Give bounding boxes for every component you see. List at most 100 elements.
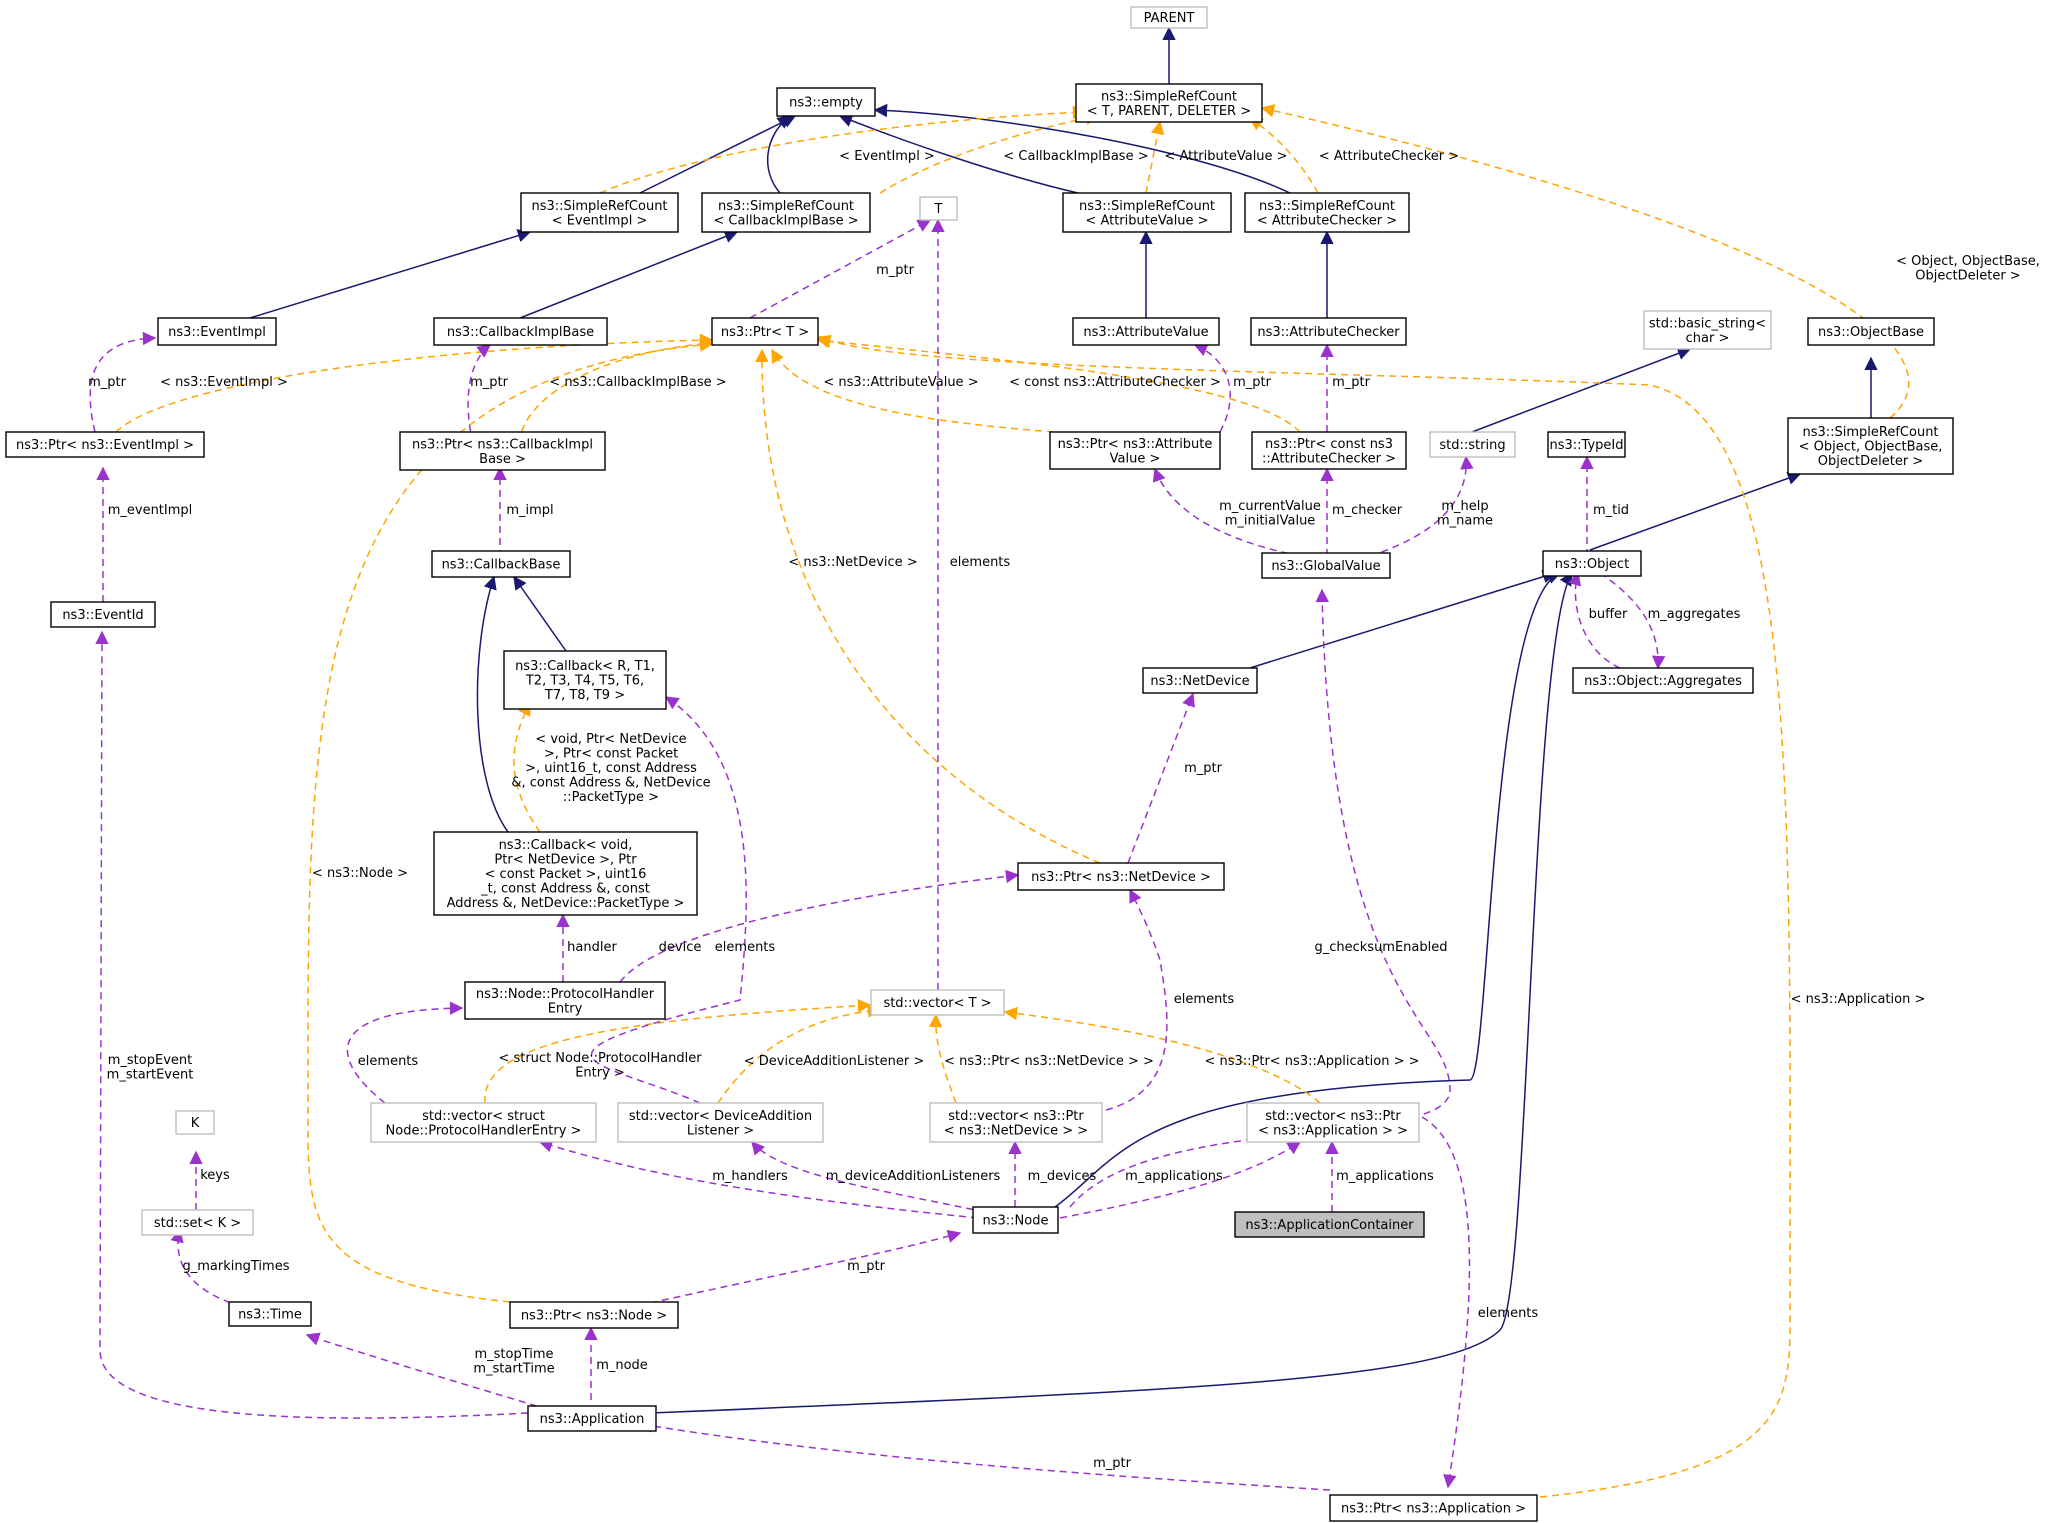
node-vecDevAdd[interactable]: std::vector< DeviceAdditionListener > bbox=[617, 1102, 824, 1143]
edge-use-devadd bbox=[751, 1140, 986, 1213]
edge-tpl-vec-devadd bbox=[717, 1004, 882, 1104]
edge-use-elements-nd bbox=[1105, 888, 1168, 1111]
node-typeId[interactable]: ns3::TypeId bbox=[1547, 431, 1626, 458]
node-srcEventImpl[interactable]: ns3::SimpleRefCount< EventImpl > bbox=[520, 192, 679, 233]
node-T[interactable]: T bbox=[919, 196, 958, 221]
node-label: _t, const Address &, const bbox=[480, 882, 650, 897]
node-label: < AttributeChecker > bbox=[1257, 213, 1397, 228]
node-time[interactable]: ns3::Time bbox=[228, 1301, 312, 1327]
node-empty[interactable]: ns3::empty bbox=[776, 87, 876, 117]
node-protocolHandler[interactable]: ns3::Node::ProtocolHandlerEntry bbox=[464, 981, 666, 1020]
node-callbackVoid[interactable]: ns3::Callback< void,Ptr< NetDevice >, Pt… bbox=[433, 831, 698, 916]
edge-use-ptrT-T bbox=[749, 219, 932, 319]
node-globalValue[interactable]: ns3::GlobalValue bbox=[1261, 552, 1391, 579]
node-label: std::vector< T > bbox=[883, 996, 991, 1011]
node-box bbox=[433, 831, 698, 916]
edge-src-attrvalue-empty bbox=[838, 114, 1079, 194]
usage-edges bbox=[89, 218, 1666, 1491]
edge-object-srcobject bbox=[1589, 471, 1802, 551]
node-callbackR[interactable]: ns3::Callback< R, T1,T2, T3, T4, T5, T6,… bbox=[503, 650, 667, 710]
edge-stdstring-basicstring bbox=[1471, 347, 1692, 433]
node-ptrCallbackImpl[interactable]: ns3::Ptr< ns3::CallbackImplBase > bbox=[399, 431, 606, 471]
node-K[interactable]: K bbox=[175, 1110, 215, 1135]
node-ptrAttrValue[interactable]: ns3::Ptr< ns3::AttributeValue > bbox=[1049, 431, 1221, 470]
node-netDevice[interactable]: ns3::NetDevice bbox=[1142, 667, 1258, 694]
node-label: ns3::SimpleRefCount bbox=[1802, 425, 1938, 440]
node-application[interactable]: ns3::Application bbox=[527, 1405, 657, 1432]
node-setK[interactable]: std::set< K > bbox=[141, 1209, 254, 1236]
edge-label-constChecker: < const ns3::AttributeChecker > bbox=[1009, 375, 1221, 390]
edge-tpl-ptr-attrvalue bbox=[771, 348, 1055, 433]
node-label: ns3::SimpleRefCount bbox=[1079, 199, 1215, 214]
node-srcAttributeChecker[interactable]: ns3::SimpleRefCount< AttributeChecker > bbox=[1244, 192, 1410, 233]
node-label: ns3::AttributeChecker bbox=[1257, 325, 1400, 340]
node-ptrApp[interactable]: ns3::Ptr< ns3::Application > bbox=[1329, 1494, 1538, 1522]
node-stdString[interactable]: std::string bbox=[1429, 431, 1516, 458]
node-label: < const Packet >, uint16 bbox=[485, 867, 647, 882]
edge-use-buffer bbox=[1568, 571, 1621, 669]
node-srcAttributeValue[interactable]: ns3::SimpleRefCount< AttributeValue > bbox=[1062, 192, 1232, 233]
edge-src-attrchecker-empty bbox=[873, 103, 1291, 194]
node-ptrEventImpl[interactable]: ns3::Ptr< ns3::EventImpl > bbox=[5, 431, 205, 458]
edge-label-stopTime: m_stopTime bbox=[474, 1347, 553, 1362]
edge-tpl-ptr-attrchecker bbox=[816, 334, 1301, 433]
edge-label-mptrNode: m_ptr bbox=[847, 1259, 886, 1274]
edge-label-markingTimes: g_markingTimes bbox=[183, 1259, 290, 1274]
node-vecPtrApp[interactable]: std::vector< ns3::Ptr< ns3::Application … bbox=[1246, 1102, 1420, 1143]
node-eventImpl[interactable]: ns3::EventImpl bbox=[157, 317, 277, 346]
edge-use-stoptime bbox=[305, 1332, 561, 1414]
node-label: ns3::Ptr< ns3::Node > bbox=[521, 1309, 667, 1324]
node-appContainer[interactable]: ns3::ApplicationContainer bbox=[1234, 1211, 1425, 1238]
node-callbackImplBase[interactable]: ns3::CallbackImplBase bbox=[433, 317, 608, 346]
node-label: Ptr< NetDevice >, Ptr bbox=[494, 853, 637, 868]
node-label: ns3::Ptr< ns3::NetDevice > bbox=[1031, 870, 1211, 885]
edge-eventimpl-src bbox=[249, 229, 532, 319]
node-attributeValue[interactable]: ns3::AttributeValue bbox=[1072, 317, 1220, 346]
node-parent[interactable]: PARENT bbox=[1130, 6, 1208, 29]
edge-use-gv-string bbox=[1369, 455, 1474, 557]
node-srcCallbackImplBase[interactable]: ns3::SimpleRefCount< CallbackImplBase > bbox=[701, 192, 871, 233]
node-node[interactable]: ns3::Node bbox=[972, 1206, 1059, 1234]
node-srcTDeleter[interactable]: ns3::SimpleRefCount< T, PARENT, DELETER … bbox=[1075, 83, 1263, 123]
node-callbackBase[interactable]: ns3::CallbackBase bbox=[431, 550, 571, 578]
node-box bbox=[929, 1102, 1103, 1143]
node-label: std::string bbox=[1439, 438, 1505, 453]
edge-label-stopEvent: m_startEvent bbox=[107, 1068, 194, 1083]
node-ptrNode[interactable]: ns3::Ptr< ns3::Node > bbox=[509, 1301, 679, 1329]
node-box bbox=[711, 317, 819, 346]
node-label: < Object, ObjectBase, bbox=[1799, 440, 1943, 455]
edge-label-mApplications2: m_applications bbox=[1336, 1169, 1434, 1184]
edge-tpl-ptr-node bbox=[307, 338, 714, 1303]
node-label: T7, T8, T9 > bbox=[544, 688, 625, 703]
node-box bbox=[972, 1206, 1059, 1234]
node-box bbox=[1261, 552, 1391, 579]
node-label: ::AttributeChecker > bbox=[1262, 451, 1396, 466]
node-ptrT[interactable]: ns3::Ptr< T > bbox=[711, 317, 819, 346]
node-vecPtrNetDevice[interactable]: std::vector< ns3::Ptr< ns3::NetDevice > … bbox=[929, 1102, 1103, 1143]
node-objectBase[interactable]: ns3::ObjectBase bbox=[1807, 317, 1935, 346]
node-vecProtocol[interactable]: std::vector< structNode::ProtocolHandler… bbox=[370, 1102, 597, 1143]
node-box bbox=[509, 1301, 679, 1329]
node-aggregates[interactable]: ns3::Object::Aggregates bbox=[1572, 667, 1754, 694]
node-ptrNetDevice[interactable]: ns3::Ptr< ns3::NetDevice > bbox=[1017, 862, 1225, 891]
node-label: ns3::Ptr< ns3::Attribute bbox=[1058, 437, 1213, 452]
node-box bbox=[464, 981, 666, 1020]
node-basicString[interactable]: std::basic_string<char > bbox=[1643, 310, 1772, 350]
node-label: ns3::ApplicationContainer bbox=[1245, 1218, 1414, 1233]
node-box bbox=[1572, 667, 1754, 694]
edge-use-checksum bbox=[1069, 588, 1451, 1208]
node-ptrAttrChecker[interactable]: ns3::Ptr< const ns3::AttributeChecker > bbox=[1251, 431, 1407, 470]
node-attributeChecker[interactable]: ns3::AttributeChecker bbox=[1250, 317, 1407, 346]
edge-label-nsNode: < ns3::Node > bbox=[312, 866, 408, 881]
node-label: std::vector< ns3::Ptr bbox=[1265, 1109, 1401, 1124]
node-object[interactable]: ns3::Object bbox=[1542, 550, 1642, 577]
edge-label-callbackTpl: < void, Ptr< NetDevice bbox=[535, 732, 686, 747]
edge-callbackimpl-src bbox=[519, 230, 739, 319]
node-srcObject[interactable]: ns3::SimpleRefCount< Object, ObjectBase,… bbox=[1787, 417, 1954, 475]
edge-label-mptrChecker: m_ptr bbox=[1332, 375, 1371, 390]
edge-use-ptrnd-nd bbox=[1127, 692, 1195, 864]
node-label: ns3::SimpleRefCount bbox=[1101, 89, 1237, 104]
node-eventId[interactable]: ns3::EventId bbox=[50, 601, 156, 628]
node-box bbox=[1049, 431, 1221, 470]
node-vectorT[interactable]: std::vector< T > bbox=[870, 989, 1005, 1016]
